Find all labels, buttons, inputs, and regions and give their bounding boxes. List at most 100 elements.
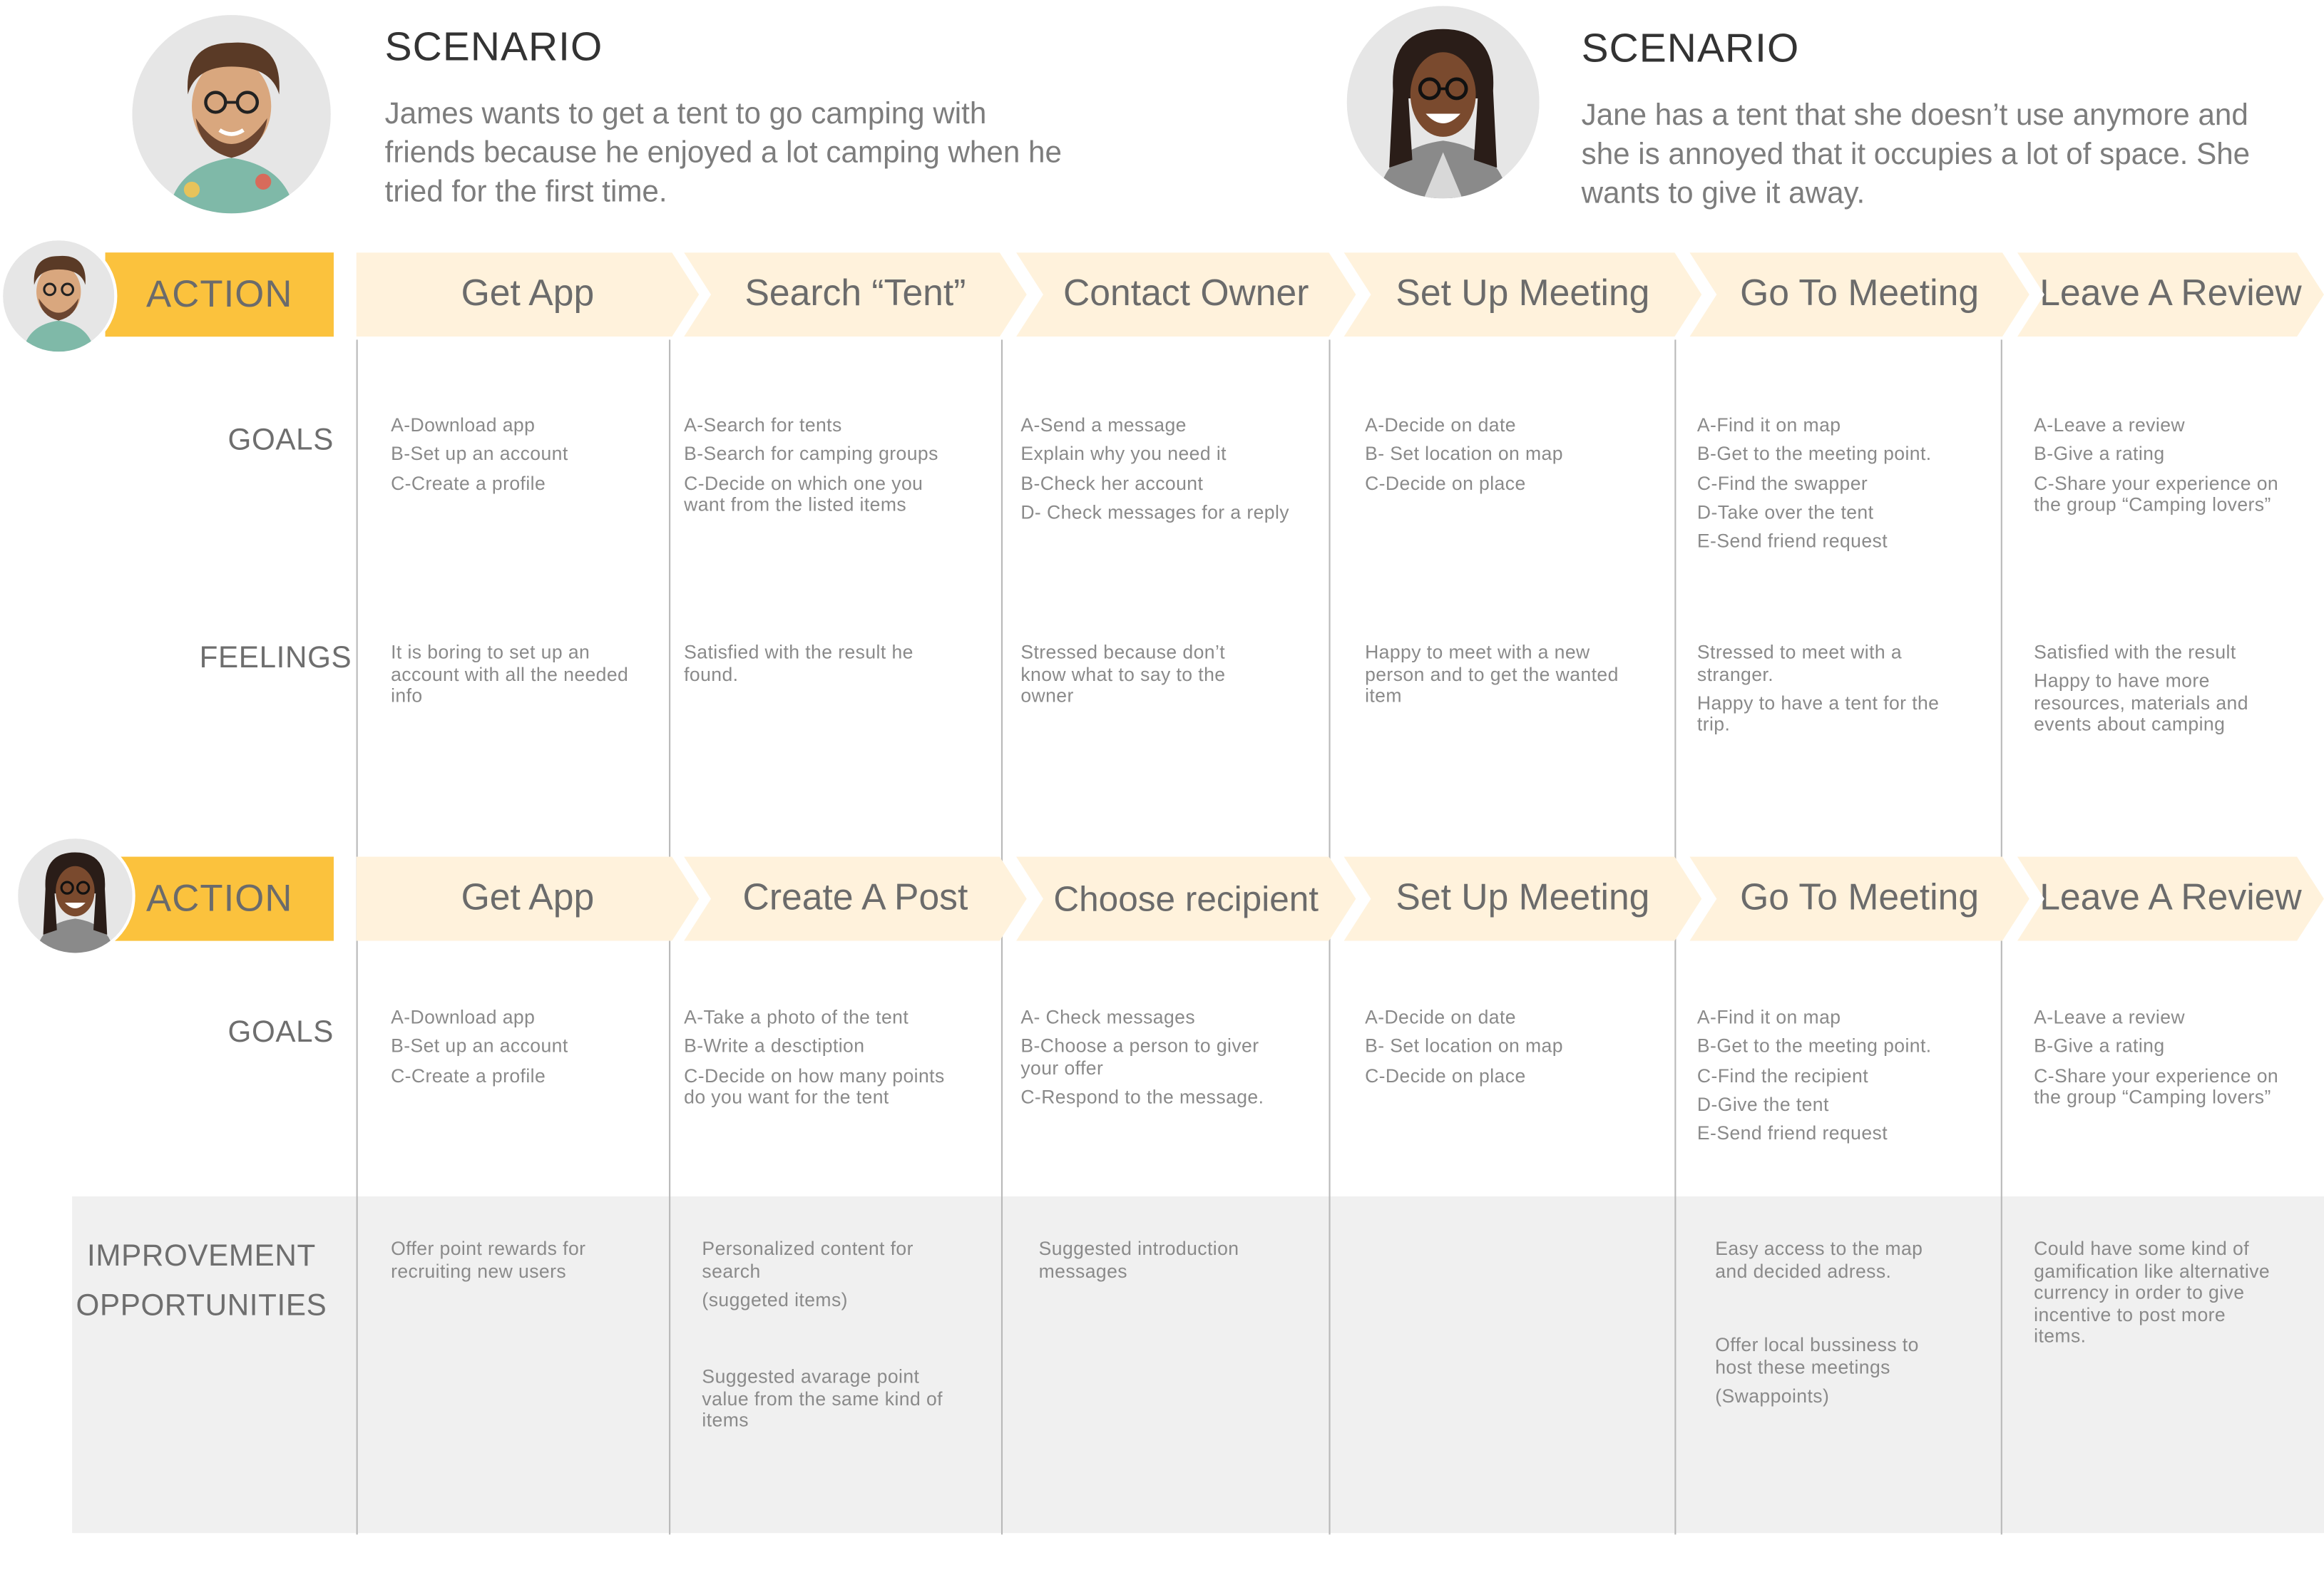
scenario-jane-line: wants to give it away. xyxy=(1581,177,1865,211)
step-go-to-meeting: Go To Meeting xyxy=(1689,252,2029,337)
goals-cell: A-Send a message Explain why you need it… xyxy=(1020,415,1291,531)
jane-portrait-icon xyxy=(1346,6,1540,199)
step-leave-review: Leave A Review xyxy=(2017,857,2324,941)
goal-item: B-Set up an account xyxy=(391,443,568,465)
goal-item: C-Decide on place xyxy=(1365,473,1526,494)
goals-cell: A-Download app B-Set up an account C-Cre… xyxy=(391,415,646,502)
step-set-up-meeting: Set Up Meeting xyxy=(1344,252,1702,337)
goal-item: C-Respond to the message. xyxy=(1020,1087,1264,1108)
improvement-item: Suggested avarage point value from the s… xyxy=(702,1366,943,1431)
goals-cell: A-Search for tents B-Search for camping … xyxy=(684,415,954,524)
jane-goals-label: GOALS xyxy=(227,1016,334,1050)
goals-cell: A-Find it on map B-Get to the meeting po… xyxy=(1697,1007,1990,1151)
feeling-item: Happy to have more resources, materials … xyxy=(2034,670,2248,736)
improvement-cell: Easy access to the map and decided adres… xyxy=(1715,1238,1955,1289)
improvement-band xyxy=(72,1196,2324,1534)
feeling-item: Satisfied with the result he found. xyxy=(684,642,913,685)
goal-item: D- Check messages for a reply xyxy=(1020,501,1290,523)
improvement-item: (Swappoints) xyxy=(1715,1385,1830,1407)
feeling-item: Satisfied with the result xyxy=(2034,642,2236,663)
jane-avatar-large xyxy=(1346,6,1540,199)
goal-item: A-Leave a review xyxy=(2034,1007,2186,1028)
goal-item: E-Send friend request xyxy=(1696,530,1888,553)
improvement-cell: Personalized content for search (suggete… xyxy=(702,1238,957,1318)
scenario-jane-title: SCENARIO xyxy=(1581,25,1800,71)
feeling-item: It is boring to set up an account with a… xyxy=(391,642,629,707)
goals-cell: A-Decide on date B- Set location on map … xyxy=(1365,1007,1651,1094)
goal-item: C-Share your experience on the group “Ca… xyxy=(2034,473,2279,516)
goals-cell: A-Leave a review B-Give a rating C-Share… xyxy=(2034,1007,2304,1116)
scenario-james-line: tried for the first time. xyxy=(384,175,667,210)
james-avatar-large xyxy=(132,15,331,214)
improvement-cell: Could have some kind of gamification lik… xyxy=(2034,1238,2282,1355)
goal-item: C-Decide on how many points do you want … xyxy=(684,1065,945,1108)
feeling-item: Stressed to meet with a stranger. xyxy=(1696,642,1903,685)
goal-item: A-Search for tents xyxy=(684,414,842,436)
goal-item: C-Create a profile xyxy=(391,1065,546,1087)
jane-avatar-small xyxy=(15,836,135,956)
goal-item: D-Take over the tent xyxy=(1696,501,1874,523)
goal-item: C-Decide on place xyxy=(1365,1065,1526,1087)
goals-cell: A-Take a photo of the tent B-Write a des… xyxy=(684,1007,954,1116)
goal-item: B- Set location on map xyxy=(1365,443,1563,465)
step-contact-owner: Contact Owner xyxy=(1016,252,1356,337)
improvement-cell: Offer point rewards for recruiting new u… xyxy=(391,1238,639,1289)
goal-item: A-Decide on date xyxy=(1365,1007,1516,1028)
goal-item: B- Set location on map xyxy=(1365,1036,1563,1057)
goal-item: B-Get to the meeting point. xyxy=(1696,443,1932,465)
scenario-jane-text: Jane has a tent that she doesn’t use any… xyxy=(1582,96,2324,213)
goals-cell: A-Leave a review B-Give a rating C-Share… xyxy=(2034,415,2304,524)
james-portrait-icon xyxy=(3,240,115,352)
goal-item: Explain why you need it xyxy=(1020,443,1227,465)
james-action-label: ACTION xyxy=(105,252,334,337)
jane-steps: Get App Create A Post Choose recipient S… xyxy=(0,857,2324,941)
improvement-item: (suggeted items) xyxy=(702,1289,848,1310)
feelings-cell: Satisfied with the result he found. xyxy=(684,642,954,692)
goal-item: B-Search for camping groups xyxy=(684,443,938,465)
improvement-cell: Suggested introduction messages xyxy=(1039,1238,1279,1289)
step-choose-recipient: Choose recipient xyxy=(1016,857,1356,941)
goal-item: A-Find it on map xyxy=(1696,414,1841,436)
improvement-item: Easy access to the map and decided adres… xyxy=(1715,1238,1923,1282)
goal-item: B-Give a rating xyxy=(2034,1036,2165,1057)
improvement-item: Offer point rewards for recruiting new u… xyxy=(391,1238,586,1282)
goal-item: B-Choose a person to giver your offer xyxy=(1020,1036,1259,1079)
scenario-jane-line: she is annoyed that it occupies a lot of… xyxy=(1581,138,2251,172)
improvement-item: Offer local bussiness to host these meet… xyxy=(1715,1334,1919,1378)
feelings-cell: It is boring to set up an account with a… xyxy=(391,642,639,714)
goals-cell: A-Find it on map B-Get to the meeting po… xyxy=(1697,415,1990,560)
feelings-cell: Stressed to meet with a stranger. Happy … xyxy=(1697,642,1945,743)
improvement-label-line: OPPORTUNITIES xyxy=(76,1289,327,1323)
goal-item: C-Share your experience on the group “Ca… xyxy=(2034,1065,2279,1108)
goal-item: C-Find the recipient xyxy=(1696,1065,1869,1087)
step-go-to-meeting: Go To Meeting xyxy=(1689,857,2029,941)
goal-item: A-Leave a review xyxy=(2034,414,2186,436)
scenario-james-title: SCENARIO xyxy=(384,24,603,69)
improvement-item: Suggested introduction messages xyxy=(1038,1238,1239,1282)
goal-item: C-Decide on which one you want from the … xyxy=(684,473,923,516)
goal-item: A-Find it on map xyxy=(1696,1007,1841,1028)
goal-item: B-Write a desctiption xyxy=(684,1036,865,1057)
james-portrait-icon xyxy=(132,15,331,214)
goals-cell: A-Decide on date B- Set location on map … xyxy=(1365,415,1651,502)
goal-item: A-Take a photo of the tent xyxy=(684,1007,909,1028)
goal-item: C-Find the swapper xyxy=(1696,473,1868,494)
goal-item: A-Send a message xyxy=(1020,414,1187,436)
jane-action-label: ACTION xyxy=(105,856,334,941)
james-goals-label: GOALS xyxy=(227,424,334,457)
goal-item: B-Get to the meeting point. xyxy=(1696,1036,1932,1057)
improvement-label: IMPROVEMENT OPPORTUNITIES xyxy=(75,1233,327,1332)
feelings-cell: Satisfied with the result Happy to have … xyxy=(2034,642,2289,743)
goal-item: B-Check her account xyxy=(1020,473,1204,494)
improvement-cell: Suggested avarage point value from the s… xyxy=(702,1366,957,1439)
step-set-up-meeting: Set Up Meeting xyxy=(1344,857,1702,941)
goal-item: A-Decide on date xyxy=(1365,414,1516,436)
step-create-post: Create A Post xyxy=(684,857,1027,941)
scenario-james-line: James wants to get a tent to go camping … xyxy=(384,98,987,131)
step-get-app: Get App xyxy=(357,252,700,337)
goal-item: A-Download app xyxy=(391,1007,536,1028)
improvement-cell: Offer local bussiness to host these meet… xyxy=(1715,1335,1955,1415)
goal-item: E-Send friend request xyxy=(1696,1123,1888,1144)
step-leave-review: Leave A Review xyxy=(2017,252,2324,337)
